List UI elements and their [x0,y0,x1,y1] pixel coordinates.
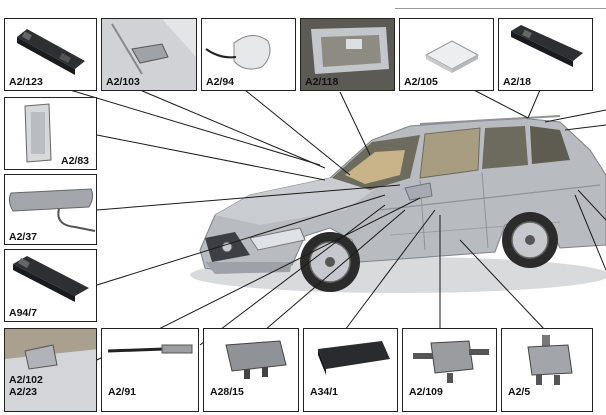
coax-amplifier-icon [413,340,489,383]
component-card-a2-5[interactable]: A2/5 [501,328,593,412]
antenna-module-icon [511,25,583,67]
antenna-amplifier-icon [13,256,89,302]
component-card-a34-1[interactable]: A34/1 [303,328,398,412]
component-card-a2-118[interactable]: A2/118 [300,18,395,91]
component-label-secondary: A2/23 [9,386,38,398]
component-card-a2-37[interactable]: A2/37 [4,174,97,245]
component-card-a2-102[interactable]: A2/102 A2/23 [4,328,97,412]
component-card-a28-15[interactable]: A28/15 [203,328,299,412]
component-card-a2-94[interactable]: A2/94 [201,18,296,91]
component-label: A28/15 [210,386,244,398]
component-card-a2-105[interactable]: A2/105 [399,18,494,91]
roof-antenna-icon [424,40,480,73]
component-card-a94-7[interactable]: A94/7 [4,249,97,322]
component-label: A2/91 [108,386,137,398]
keyless-antenna-icon [318,341,390,375]
antenna-splitter-icon [527,335,573,385]
component-label: A34/1 [310,386,339,398]
gps-antenna-icon [205,35,271,70]
component-label: A94/7 [9,307,38,319]
component-label: A2/105 [404,76,438,88]
component-card-a2-91[interactable]: A2/91 [101,328,199,412]
windshield-antenna-icon [102,19,196,90]
control-unit-icon [225,340,287,379]
component-label: A2/5 [508,386,531,398]
header-bar [0,0,606,10]
component-card-a2-18[interactable]: A2/18 [498,18,593,91]
component-card-a2-83[interactable]: A2/83 [4,97,97,170]
component-label: A2/37 [9,231,38,243]
component-label: A2/118 [305,76,339,88]
amplifier-module-icon [17,29,85,75]
mirror-cable-antenna-icon [8,188,96,232]
component-label: A2/94 [206,76,235,88]
component-label: A2/18 [503,76,532,88]
component-label: A2/102 [9,374,43,386]
bumper-antenna-icon [24,103,52,163]
interior-mirror-antenna-icon [301,19,394,90]
component-card-a2-103[interactable]: A2/103 [101,18,197,91]
component-label: A2/103 [106,76,140,88]
component-label: A2/123 [9,76,43,88]
side-mirror-antenna-icon [5,329,96,411]
component-label: A2/83 [61,155,90,167]
component-label: A2/109 [409,386,443,398]
component-card-a2-109[interactable]: A2/109 [402,328,497,412]
component-card-a2-123[interactable]: A2/123 [4,18,97,91]
header-rule [395,8,606,9]
wire-antenna-icon [107,344,193,354]
